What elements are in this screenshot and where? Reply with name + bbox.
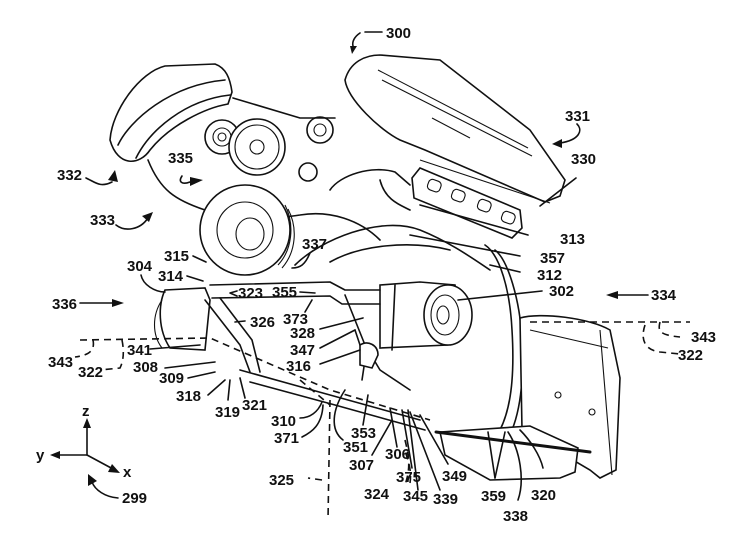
coordinate-axes: z y x xyxy=(36,403,132,499)
label-322-left: 322 xyxy=(78,364,103,381)
crank-pulley xyxy=(199,184,291,276)
label-331: 331 xyxy=(565,108,590,125)
label-338: 338 xyxy=(503,508,528,525)
label-320: 320 xyxy=(531,487,556,504)
label-334: 334 xyxy=(651,287,677,304)
label-335: 335 xyxy=(168,150,193,167)
label-343-left: 343 xyxy=(48,354,73,371)
label-307: 307 xyxy=(349,457,374,474)
front-mount-bracket xyxy=(159,287,211,351)
label-375: 375 xyxy=(396,469,421,486)
label-347: 347 xyxy=(290,342,315,359)
label-315: 315 xyxy=(164,248,189,265)
label-373: 373 xyxy=(283,311,308,328)
leader-lines xyxy=(79,31,649,501)
label-343-right: 343 xyxy=(691,329,716,346)
label-349: 349 xyxy=(442,468,467,485)
engine-drawing xyxy=(109,54,621,481)
y-axis-label: y xyxy=(36,447,45,464)
label-337: 337 xyxy=(302,236,327,253)
label-299: 299 xyxy=(122,490,147,507)
label-345: 345 xyxy=(403,488,428,505)
label-351: 351 xyxy=(343,439,368,456)
label-309: 309 xyxy=(159,370,184,387)
label-310: 310 xyxy=(271,413,296,430)
label-333: 333 xyxy=(90,212,115,229)
label-328: 328 xyxy=(290,325,315,342)
oil-pan xyxy=(439,425,579,481)
label-339: 339 xyxy=(433,491,458,508)
label-330: 330 xyxy=(571,151,596,168)
label-321: 321 xyxy=(242,397,267,414)
label-357: 357 xyxy=(540,250,565,267)
x-axis-label: x xyxy=(123,464,132,481)
label-316: 316 xyxy=(286,358,311,375)
left-valve-cover xyxy=(109,63,233,163)
z-axis-label: z xyxy=(82,403,90,420)
label-312: 312 xyxy=(537,267,562,284)
label-308: 308 xyxy=(133,359,158,376)
label-300: 300 xyxy=(386,25,411,42)
label-332: 332 xyxy=(57,167,82,184)
label-326: 326 xyxy=(250,314,275,331)
label-306: 306 xyxy=(385,446,410,463)
label-318: 318 xyxy=(176,388,201,405)
reference-labels: 300 331 330 332 335 333 313 337 357 312 … xyxy=(48,25,716,525)
label-314: 314 xyxy=(158,268,184,285)
label-302: 302 xyxy=(549,283,574,300)
engine-block xyxy=(329,168,411,211)
label-355: 355 xyxy=(272,284,297,301)
label-359: 359 xyxy=(481,488,506,505)
alternator-pulley xyxy=(228,118,286,176)
label-353: 353 xyxy=(351,425,376,442)
label-323: 323 xyxy=(238,285,263,302)
label-324: 324 xyxy=(364,486,390,503)
exhaust-manifold xyxy=(411,167,523,239)
tensioner-pulley xyxy=(306,116,334,144)
label-313: 313 xyxy=(560,231,585,248)
label-304: 304 xyxy=(127,258,153,275)
transmission-housing xyxy=(484,244,514,431)
small-pulley xyxy=(298,162,318,182)
label-371: 371 xyxy=(274,430,299,447)
right-valve-cover xyxy=(344,54,566,203)
label-341: 341 xyxy=(127,342,152,359)
label-325: 325 xyxy=(269,472,294,489)
electric-motor xyxy=(379,281,473,351)
label-336: 336 xyxy=(52,296,77,313)
label-319: 319 xyxy=(215,404,240,421)
label-322-right: 322 xyxy=(678,347,703,364)
